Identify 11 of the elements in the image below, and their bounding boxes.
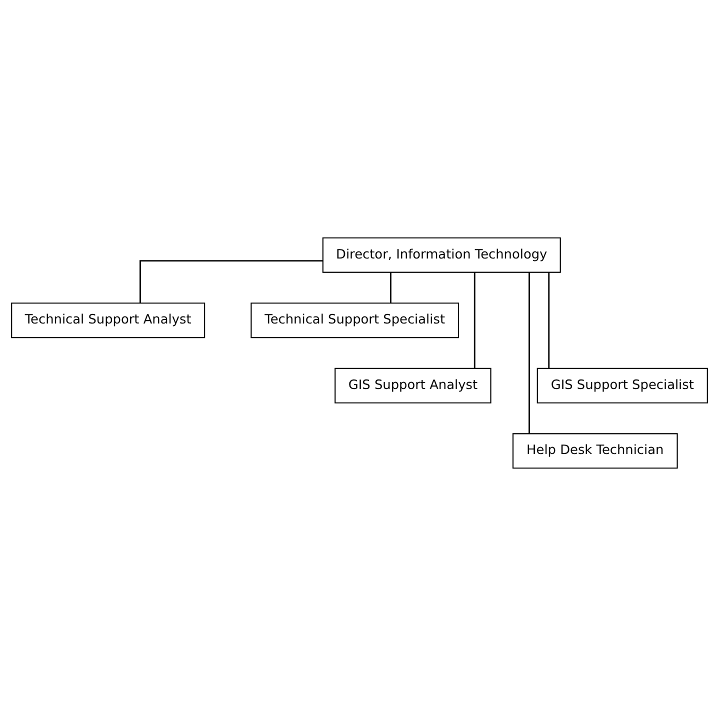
connector — [548, 272, 550, 368]
connector — [390, 272, 392, 304]
node-box: Director, Information Technology — [322, 237, 561, 273]
node-box: Technical Support Analyst — [11, 302, 206, 338]
node-box: Help Desk Technician — [512, 433, 678, 469]
connector — [474, 272, 476, 368]
connector — [528, 272, 530, 434]
node-box: GIS Support Specialist — [536, 368, 708, 404]
node-box: Technical Support Specialist — [250, 302, 460, 338]
node-box: GIS Support Analyst — [334, 368, 492, 404]
connector — [140, 260, 323, 304]
